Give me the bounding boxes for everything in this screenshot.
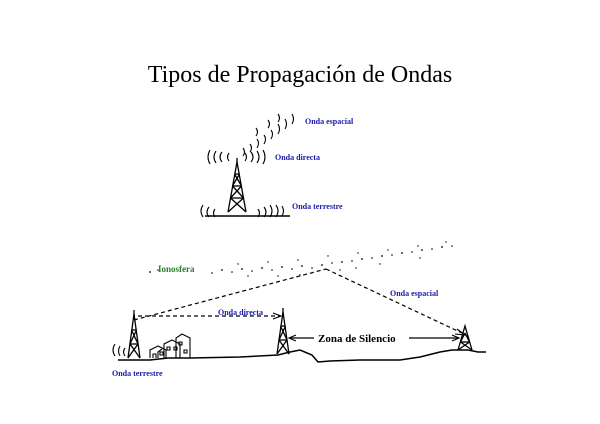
receiver-tower-middle-icon [276, 308, 290, 355]
label-top-space-wave: Onda espacial [305, 117, 354, 126]
top-diagram [200, 113, 295, 218]
arrow-head-direct-wave [272, 312, 283, 320]
label-silence-zone: Zona de Silencio [318, 333, 396, 345]
ground-profile [118, 349, 486, 363]
houses-icon [149, 333, 191, 358]
top-space-wave-arcs [242, 113, 295, 157]
bottom-diagram [112, 268, 486, 363]
top-ground-wave-arcs [200, 204, 285, 218]
label-bottom-direct-wave: Onda directa [218, 308, 263, 317]
label-top-ground-wave: Onda terrestre [292, 202, 343, 211]
transmitter-tower-icon [127, 310, 141, 359]
top-tower-icon [227, 158, 247, 213]
sky-wave-up-path [133, 268, 327, 321]
page-title: Tipos de Propagación de Ondas [147, 62, 453, 88]
label-top-direct-wave: Onda directa [275, 153, 320, 162]
receiver-tower-right-icon [457, 323, 473, 351]
ionosphere-band [149, 241, 453, 277]
top-direct-wave-arcs [207, 149, 266, 165]
sky-wave-down-path [325, 268, 465, 335]
label-ionosphere: Ionosfera [158, 264, 195, 274]
label-bottom-ground-wave: Onda terrestre [112, 369, 163, 378]
arrow-head-sky-wave [454, 328, 467, 336]
label-bottom-space-wave: Onda espacial [390, 289, 439, 298]
bottom-ground-wave-arcs [112, 343, 126, 357]
